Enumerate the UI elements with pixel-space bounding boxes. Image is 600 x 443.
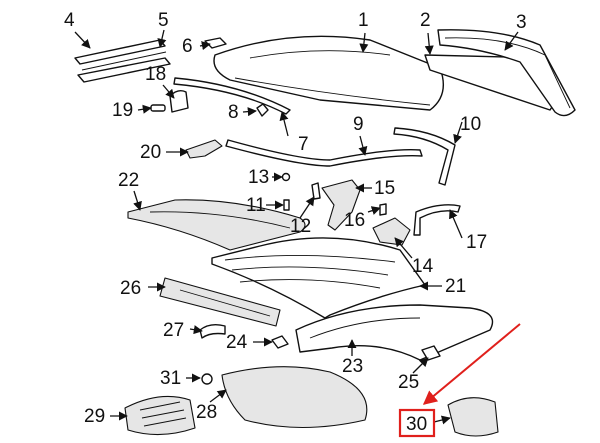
label-part-8: 8 [228,102,239,123]
label-part-19: 19 [112,100,133,121]
shape-rear-trim-panel [295,304,494,361]
highlight-arrow [422,323,521,405]
label-part-26: 26 [120,278,141,299]
label-part-21: 21 [445,276,466,297]
shape-headliner-frame [211,237,426,319]
label-part-24: 24 [226,332,248,353]
label-part-12: 12 [290,216,311,237]
label-part-6: 6 [182,36,193,57]
label-part-18: 18 [145,64,166,85]
label-part-3: 3 [516,12,527,33]
label-part-25: 25 [398,372,419,393]
label-part-22: 22 [118,170,139,191]
shape-striker [421,345,441,361]
part-shapes [74,29,576,437]
label-part-29: 29 [84,406,105,427]
leader-lines [74,29,519,425]
shape-rear-corner-seal [393,127,456,186]
shape-retainer-clip [256,103,269,117]
label-part-9: 9 [353,114,364,135]
shape-side-bracket [185,139,223,159]
label-part-17: 17 [466,232,487,253]
label-part-2: 2 [420,10,431,31]
shape-handle [199,323,226,339]
shape-hook-clip [271,335,289,349]
shape-screw [283,199,290,211]
shape-weatherstrip [225,139,423,167]
label-part-31: 31 [160,368,181,389]
label-part-15: 15 [374,178,395,199]
label-part-14: 14 [412,256,434,277]
shape-rear-bow-panel [437,29,576,117]
label-part-16: 16 [344,210,365,231]
label-part-27: 27 [163,320,184,341]
part-labels: 1 2 3 4 5 6 7 8 9 10 11 12 13 14 15 16 1… [64,10,527,435]
shape-latch-cover [169,89,189,113]
highlight-box [398,408,436,438]
label-part-10: 10 [460,114,481,135]
shape-fastener [379,203,387,216]
label-part-30: 30 [406,414,427,435]
shape-clip [204,37,227,49]
shape-side-rail-seal-lower [77,57,171,83]
label-part-11: 11 [246,195,266,216]
shape-hinge-bracket [321,179,361,231]
label-part-13: 13 [248,167,269,188]
shape-corner-cover [447,397,499,437]
label-part-20: 20 [140,142,161,163]
shape-bolt [311,182,321,200]
label-part-5: 5 [158,10,169,31]
shape-latch-bracket [372,217,411,246]
label-part-4: 4 [64,10,75,31]
shape-plug [201,373,213,385]
shape-nut [281,172,291,182]
shape-headliner-panel [127,199,306,251]
label-part-23: 23 [342,356,363,377]
label-part-1: 1 [358,10,369,31]
shape-storage-cover [221,366,368,429]
label-part-28: 28 [196,402,217,423]
shape-drain-tube [413,204,461,236]
shape-speaker-grille [124,395,196,436]
shape-pin [150,104,166,112]
highlight-part-30 [398,323,521,438]
label-part-7: 7 [298,134,309,155]
